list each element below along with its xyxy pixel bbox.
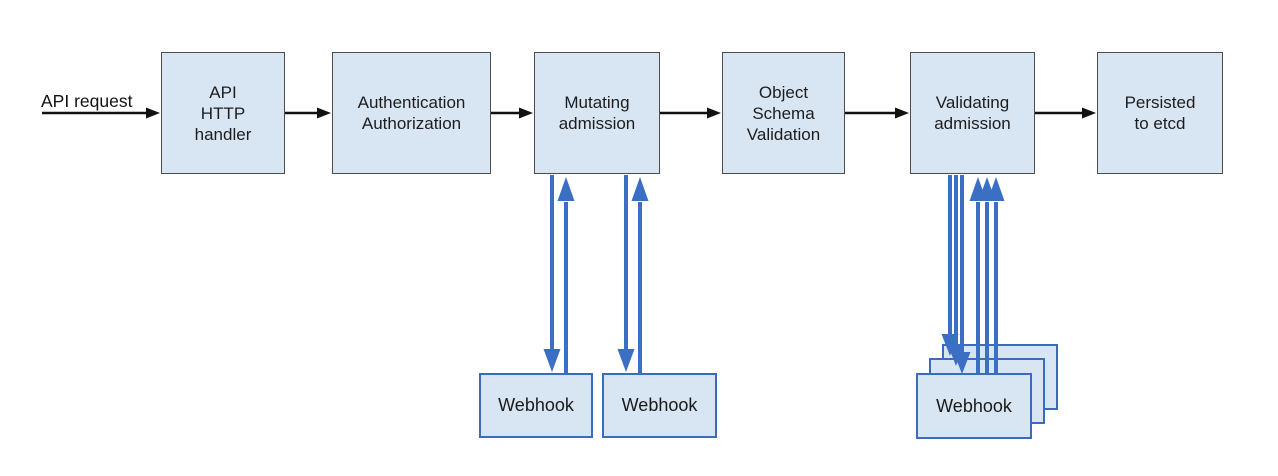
arrow-head — [557, 177, 575, 201]
mutating-webhook1-response-arrow — [557, 177, 575, 373]
mutating-webhook2-call-arrow — [617, 175, 635, 372]
arrow-head — [1082, 107, 1096, 119]
arrow-head — [543, 349, 561, 372]
mutating-webhook1-call-arrow — [543, 175, 561, 372]
node-object-schema-validation: Object Schema Validation — [722, 52, 845, 174]
flow-arrow-auth-to-mutating — [491, 107, 533, 119]
flow-arrow-validating-to-etcd — [1035, 107, 1096, 119]
mutating-webhook2-response-arrow — [631, 177, 649, 373]
node-mutating-admission: Mutating admission — [534, 52, 660, 174]
arrow-head — [969, 177, 987, 201]
flow-arrow-mutating-to-schema — [660, 107, 721, 119]
validating-webhook-front: Webhook — [916, 373, 1032, 439]
arrow-head — [617, 349, 635, 372]
api-request-label: API request — [41, 91, 133, 111]
flow-arrow-schema-to-validating — [845, 107, 909, 119]
node-authentication-authorization: Authentication Authorization — [332, 52, 491, 174]
mutating-webhook-1: Webhook — [479, 373, 593, 438]
arrow-head — [707, 107, 721, 119]
node-api-http-handler: API HTTP handler — [161, 52, 285, 174]
node-persisted-to-etcd: Persisted to etcd — [1097, 52, 1223, 174]
arrow-head — [317, 107, 331, 119]
mutating-webhook-2: Webhook — [602, 373, 717, 438]
arrow-head — [987, 177, 1005, 201]
arrow-head — [978, 177, 996, 201]
arrow-head — [631, 177, 649, 201]
arrow-head — [895, 107, 909, 119]
flow-arrow-handler-to-auth — [285, 107, 331, 119]
arrow-head — [519, 107, 533, 119]
arrow-head — [146, 107, 160, 119]
node-validating-admission: Validating admission — [910, 52, 1035, 174]
